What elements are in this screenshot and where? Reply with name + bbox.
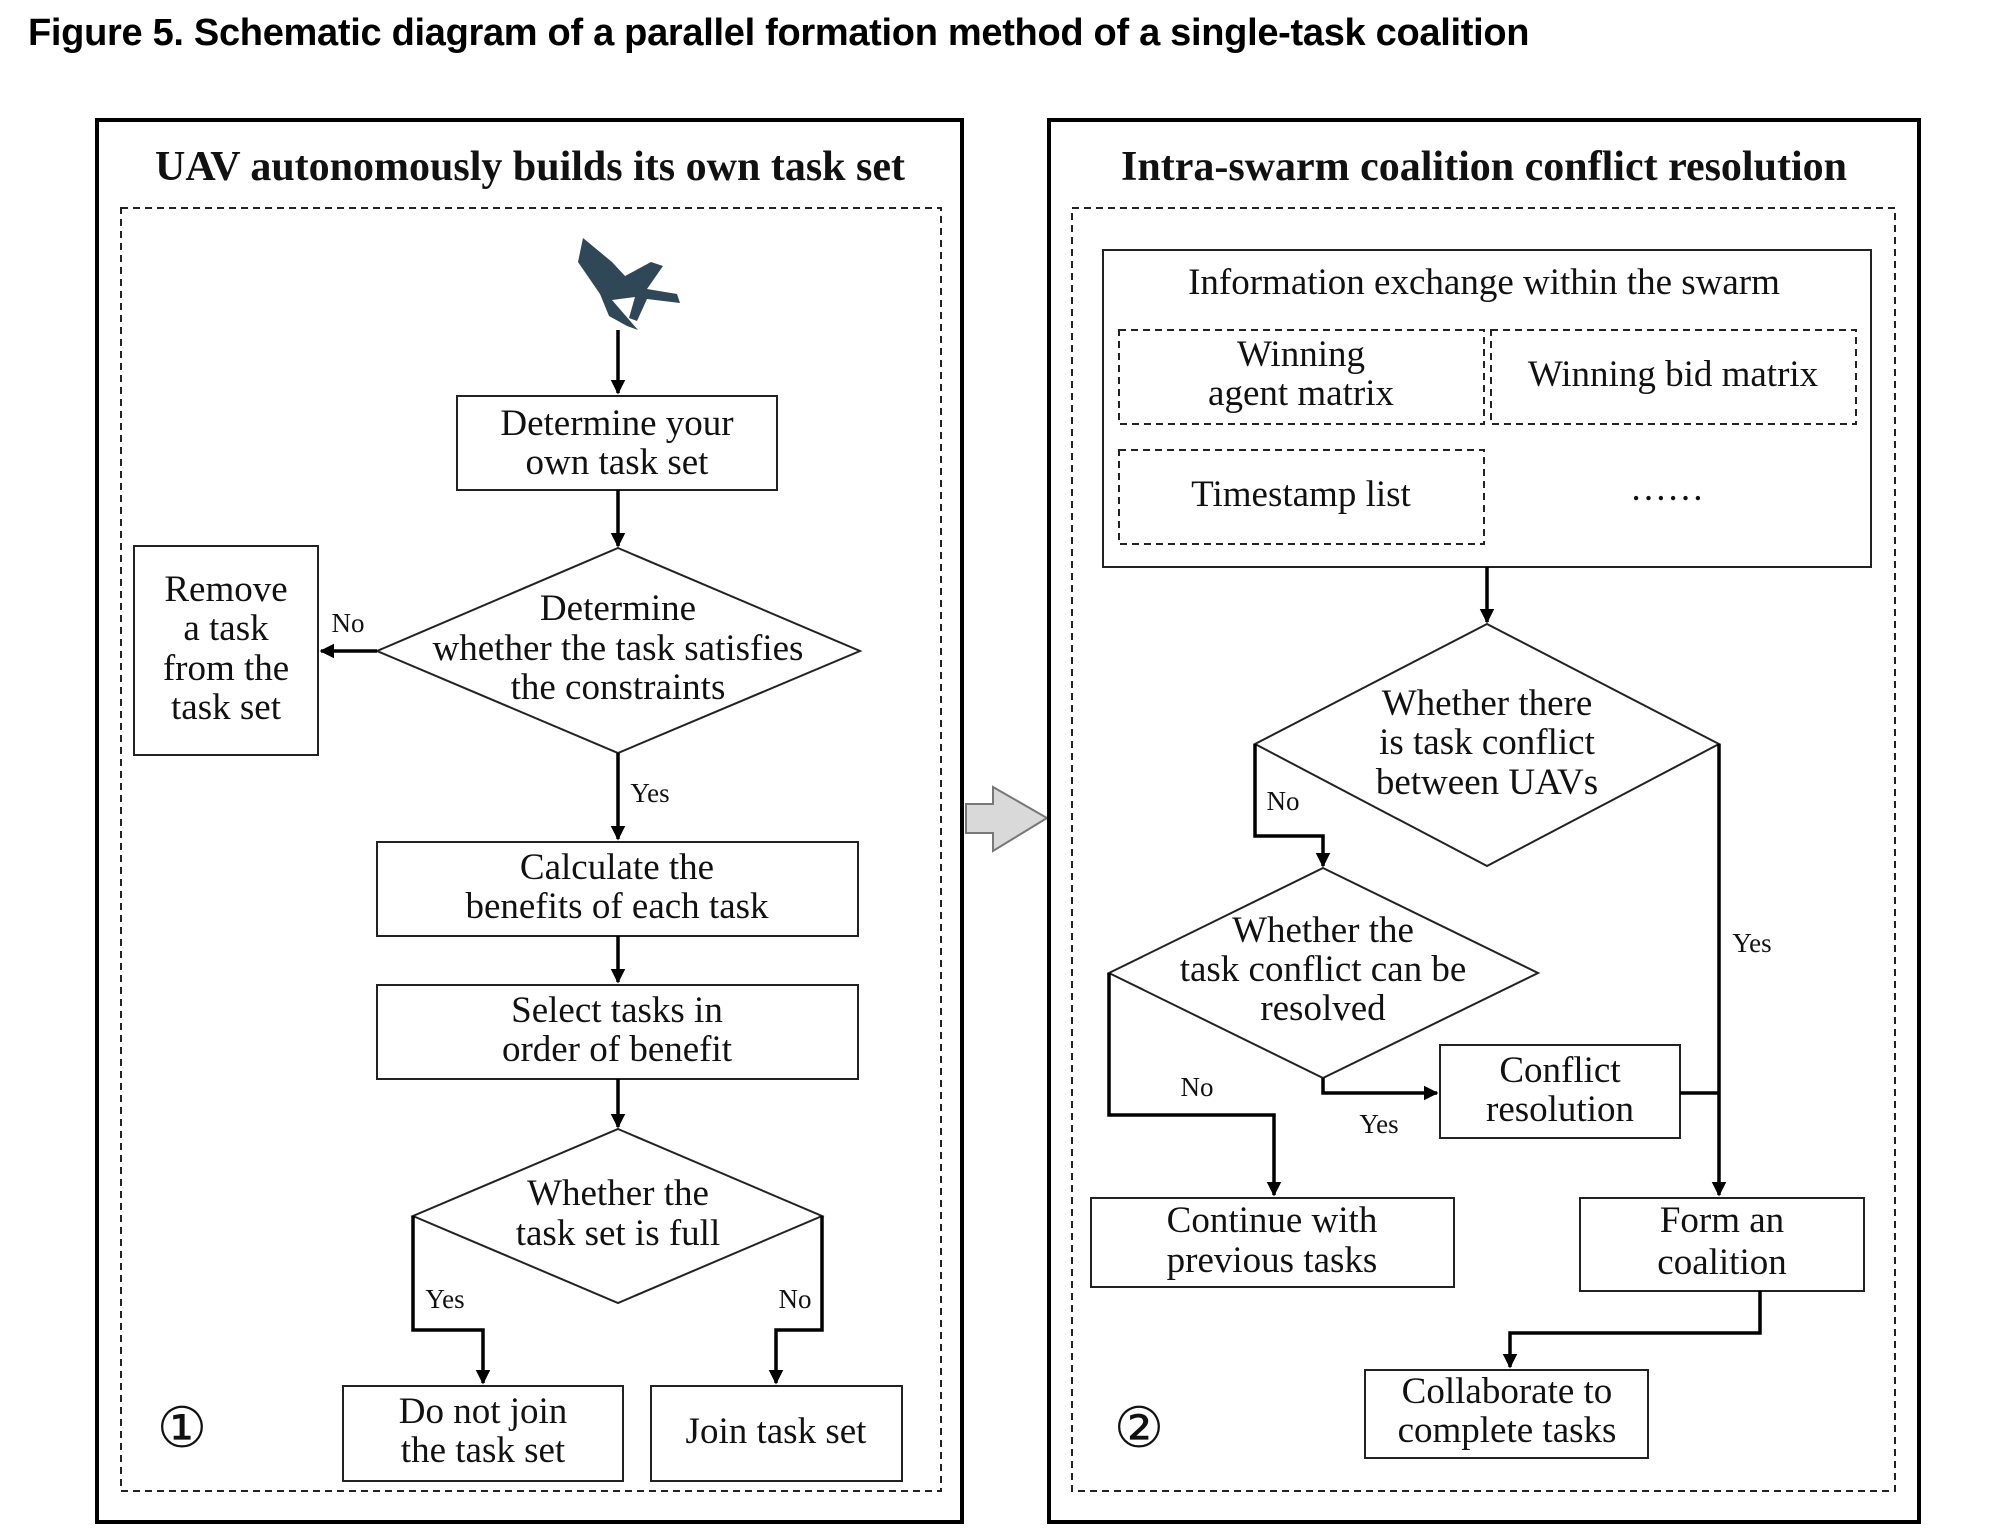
- winning-bid-matrix-label: Winning bid matrix: [1528, 354, 1819, 395]
- panel-transition-arrow: [965, 785, 1049, 853]
- label-conflict-yes: Yes: [1732, 928, 1771, 958]
- remove-task-line-3: from the: [163, 648, 289, 689]
- constraints-line-2: whether the task satisfies: [433, 628, 804, 669]
- winning-agent-line-1: Winning: [1237, 334, 1365, 375]
- resolvable-line-1: Whether the: [1232, 910, 1414, 951]
- task-conflict-line-1: Whether there: [1382, 683, 1593, 724]
- right-panel: Intra-swarm coalition conflict resolutio…: [1047, 118, 1921, 1524]
- do-not-join-line-2: the task set: [401, 1430, 566, 1471]
- collaborate-line-1: Collaborate to: [1402, 1371, 1613, 1412]
- determine-task-set-line-1: Determine your: [500, 403, 733, 444]
- remove-task-box: [133, 545, 319, 756]
- label-full-yes: Yes: [425, 1284, 464, 1314]
- calculate-benefits-line-1: Calculate the: [520, 847, 714, 888]
- join-task-set-label: Join task set: [686, 1411, 868, 1452]
- right-panel-number: ②: [1114, 1398, 1164, 1460]
- resolvable-line-3: resolved: [1260, 988, 1386, 1029]
- conflict-resolution-line-2: resolution: [1486, 1089, 1634, 1130]
- remove-task-line-4: task set: [171, 687, 282, 728]
- more-items-ellipsis: ……: [1630, 468, 1704, 509]
- edge-full-no: [768, 1216, 824, 1385]
- edge-resolvable-yes: [1321, 1078, 1439, 1101]
- edge-coalition-to-collaborate: [1502, 1291, 1762, 1369]
- form-coalition-line-2: coalition: [1657, 1242, 1786, 1283]
- left-panel: UAV autonomously builds its own task set…: [95, 118, 964, 1524]
- task-conflict-line-2: is task conflict: [1379, 722, 1596, 763]
- label-full-no: No: [779, 1284, 812, 1314]
- left-panel-area: [120, 207, 942, 1492]
- left-panel-frame: [95, 118, 964, 1524]
- constraints-line-3: the constraints: [511, 667, 726, 708]
- edge-conflict-no: [1253, 744, 1331, 868]
- task-conflict-decision-diamond: [1252, 622, 1722, 868]
- continue-previous-tasks-box: [1090, 1197, 1455, 1288]
- left-panel-number: ①: [157, 1398, 207, 1460]
- right-panel-area: [1071, 207, 1896, 1492]
- label-resolvable-yes: Yes: [1359, 1109, 1398, 1139]
- task-set-full-line-1: Whether the: [527, 1173, 709, 1214]
- winning-bid-matrix-box: [1490, 329, 1857, 425]
- collaborate-box: [1364, 1369, 1649, 1459]
- resolvable-line-2: task conflict can be: [1180, 949, 1467, 990]
- winning-agent-matrix-box: [1118, 329, 1485, 425]
- label-constraints-no: No: [332, 608, 365, 638]
- winning-agent-line-2: agent matrix: [1208, 373, 1394, 414]
- do-not-join-line-1: Do not join: [399, 1391, 568, 1432]
- do-not-join-box: [342, 1385, 624, 1482]
- figure-title: Figure 5. Schematic diagram of a paralle…: [28, 12, 1530, 54]
- collaborate-line-2: complete tasks: [1398, 1410, 1617, 1451]
- label-constraints-yes: Yes: [630, 778, 669, 808]
- continue-tasks-line-1: Continue with: [1167, 1200, 1378, 1241]
- edge-full-yes: [411, 1216, 491, 1385]
- form-coalition-box: [1579, 1197, 1865, 1292]
- determine-task-set-line-2: own task set: [526, 442, 710, 483]
- fighter-jet-icon: [578, 238, 680, 330]
- timestamp-list-box: [1118, 449, 1485, 545]
- label-conflict-no: No: [1267, 786, 1300, 816]
- information-exchange-title: Information exchange within the swarm: [1188, 262, 1780, 303]
- task-set-full-line-2: task set is full: [516, 1213, 721, 1254]
- task-conflict-line-3: between UAVs: [1376, 762, 1598, 803]
- continue-tasks-line-2: previous tasks: [1167, 1240, 1378, 1281]
- remove-task-line-2: a task: [183, 608, 269, 649]
- right-panel-title: Intra-swarm coalition conflict resolutio…: [1121, 144, 1847, 190]
- calculate-benefits-line-2: benefits of each task: [465, 886, 769, 927]
- conflict-resolution-line-1: Conflict: [1499, 1050, 1621, 1091]
- join-task-set-box: [650, 1385, 903, 1482]
- task-set-full-decision-diamond: [410, 1127, 825, 1305]
- constraints-line-1: Determine: [540, 588, 696, 629]
- left-panel-title: UAV autonomously builds its own task set: [155, 144, 905, 190]
- form-coalition-line-1: Form an: [1660, 1200, 1784, 1241]
- select-tasks-line-1: Select tasks in: [511, 990, 723, 1031]
- select-tasks-line-2: order of benefit: [502, 1029, 733, 1070]
- timestamp-list-label: Timestamp list: [1191, 474, 1411, 515]
- label-resolvable-no: No: [1181, 1072, 1214, 1102]
- edge-resolvable-no: [1107, 973, 1282, 1197]
- remove-task-line-1: Remove: [164, 569, 287, 610]
